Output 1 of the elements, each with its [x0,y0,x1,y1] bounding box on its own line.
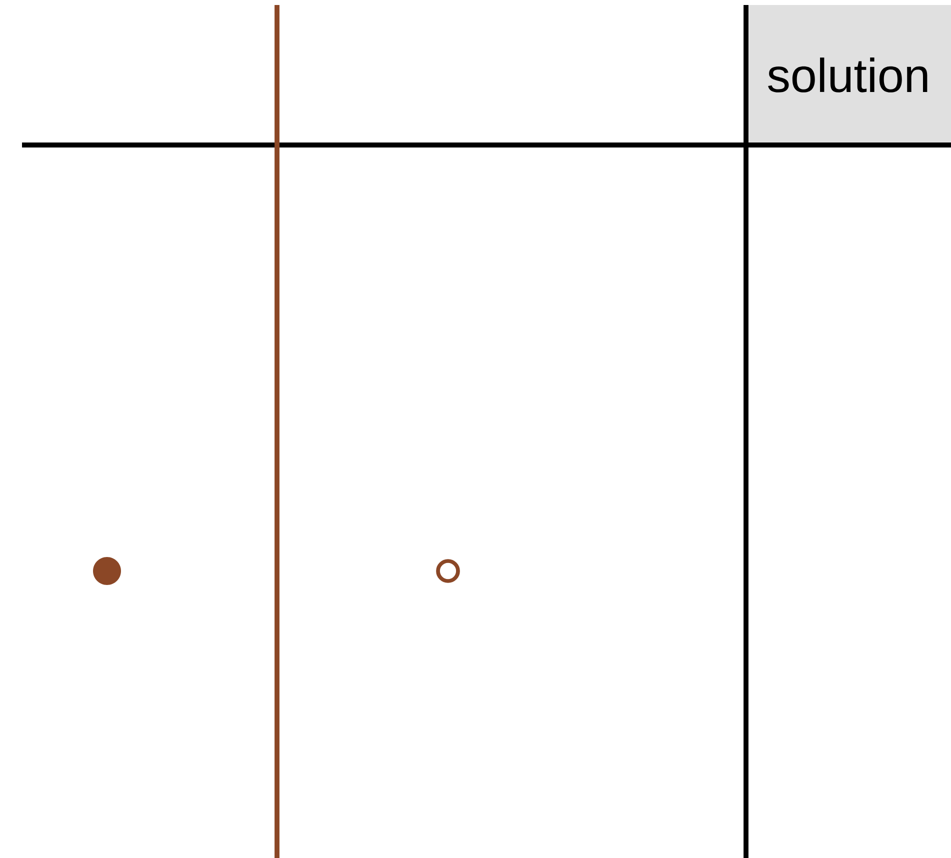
header-cell: solution [746,5,951,145]
